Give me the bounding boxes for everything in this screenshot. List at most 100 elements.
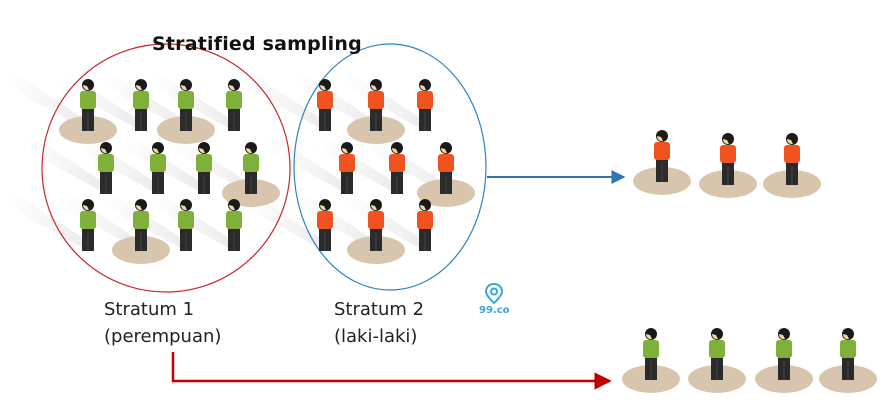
figure-shirt <box>150 154 166 172</box>
male-figure <box>654 130 670 182</box>
figure-shirt <box>417 91 433 109</box>
figure-shirt <box>709 340 725 358</box>
figure-face <box>722 139 729 145</box>
figure-shirt <box>654 142 670 160</box>
figure-face <box>82 85 89 91</box>
figure-face <box>645 334 652 340</box>
figure-face <box>228 85 235 91</box>
female-figure <box>133 79 149 131</box>
figure-shirt <box>317 211 333 229</box>
motion-streak <box>3 72 86 130</box>
female-figure <box>196 142 212 194</box>
figure-shirt <box>368 91 384 109</box>
figure-face <box>419 85 426 91</box>
figure-face <box>711 334 718 340</box>
figure-shirt <box>643 340 659 358</box>
figure-face <box>778 334 785 340</box>
motion-streak <box>3 192 86 250</box>
figure-face <box>152 148 159 154</box>
male-figure <box>720 133 736 185</box>
figure-shirt <box>80 91 96 109</box>
figure-shirt <box>776 340 792 358</box>
figure-face <box>135 85 142 91</box>
figure-face <box>786 139 793 145</box>
motion-streak <box>73 135 156 193</box>
figure-shirt <box>196 154 212 172</box>
female-figure <box>643 328 659 380</box>
figure-face <box>100 148 107 154</box>
male-figure <box>368 199 384 251</box>
female-figure <box>178 79 194 131</box>
figure-shirt <box>784 145 800 163</box>
male-figure <box>317 199 333 251</box>
female-figure <box>80 79 96 131</box>
stratum-2-group: (laki-laki) <box>334 326 418 347</box>
logo-text: 99.co <box>479 305 510 316</box>
figure-face <box>198 148 205 154</box>
male-figure <box>417 79 433 131</box>
figure-face <box>82 205 89 211</box>
figure-face <box>419 205 426 211</box>
figure-face <box>656 136 663 142</box>
female-figure <box>98 142 114 194</box>
figure-shirt <box>438 154 454 172</box>
figure-shirt <box>339 154 355 172</box>
diagram-title: Stratified sampling <box>152 33 362 55</box>
female-figure <box>709 328 725 380</box>
figure-shirt <box>178 211 194 229</box>
stratum-2-circle <box>293 43 487 291</box>
motion-streak <box>262 135 345 193</box>
female-figure <box>178 199 194 251</box>
figure-shirt <box>720 145 736 163</box>
female-figure <box>840 328 856 380</box>
male-figure <box>438 142 454 194</box>
figure-face <box>440 148 447 154</box>
stratum-1-group: (perempuan) <box>104 326 222 347</box>
figure-face <box>341 148 348 154</box>
location-pin-icon <box>484 282 504 305</box>
figure-shirt <box>178 91 194 109</box>
male-figure <box>368 79 384 131</box>
figure-face <box>245 148 252 154</box>
female-figure <box>133 199 149 251</box>
figure-face <box>370 85 377 91</box>
stratum-1-name: Stratum 1 <box>104 299 195 320</box>
figure-shirt <box>417 211 433 229</box>
female-figure <box>226 79 242 131</box>
motion-streak <box>21 135 104 193</box>
male-figure <box>417 199 433 251</box>
stratum-2-label: Stratum 2 (laki-laki) <box>334 296 424 350</box>
figure-face <box>319 85 326 91</box>
female-figure <box>226 199 242 251</box>
red-arrow <box>171 352 612 390</box>
male-figure <box>339 142 355 194</box>
female-figure <box>776 328 792 380</box>
figure-shirt <box>98 154 114 172</box>
motion-streak <box>56 192 139 250</box>
figure-face <box>391 148 398 154</box>
figure-shirt <box>317 91 333 109</box>
male-figure <box>389 142 405 194</box>
figure-face <box>135 205 142 211</box>
figure-face <box>228 205 235 211</box>
figure-shirt <box>133 211 149 229</box>
female-figure <box>150 142 166 194</box>
figure-face <box>842 334 849 340</box>
figure-face <box>319 205 326 211</box>
people-figures <box>80 79 856 380</box>
figure-shirt <box>133 91 149 109</box>
figure-shirt <box>80 211 96 229</box>
figure-shirt <box>226 211 242 229</box>
female-figure <box>243 142 259 194</box>
stratum-1-label: Stratum 1 (perempuan) <box>104 296 221 350</box>
shadow-discs <box>59 116 877 393</box>
logo: 99.co <box>479 282 510 318</box>
stratum-1-circle <box>41 43 291 293</box>
figure-shirt <box>368 211 384 229</box>
figure-face <box>180 85 187 91</box>
figure-shirt <box>389 154 405 172</box>
figure-shirt <box>226 91 242 109</box>
male-figure <box>317 79 333 131</box>
stratum-2-name: Stratum 2 <box>334 299 425 320</box>
